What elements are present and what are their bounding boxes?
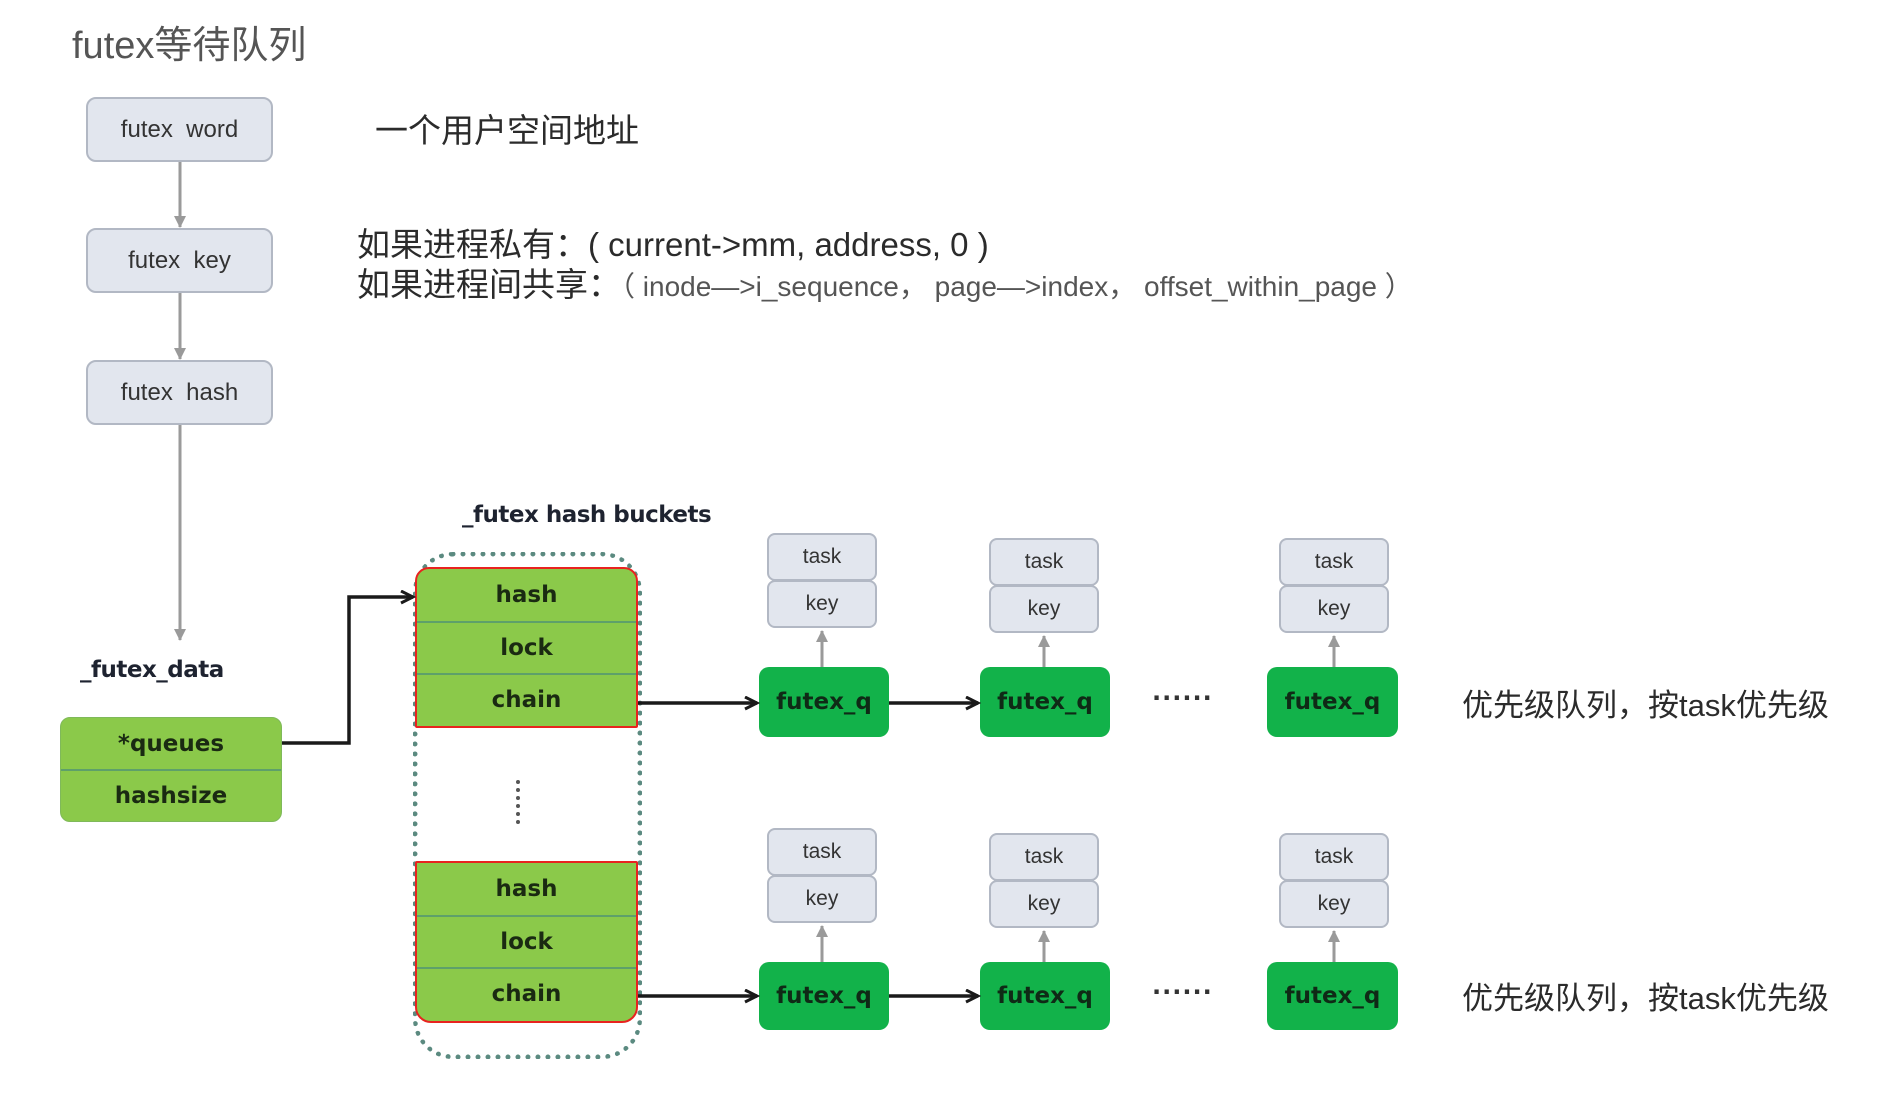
key-field: key (989, 585, 1099, 633)
private-key-note: 如果进程私有：( current->mm, address, 0 ) (357, 218, 989, 266)
task-key-struct: task key (1279, 538, 1389, 633)
key-field: key (767, 875, 877, 923)
private-tuple: ( current->mm, address, 0 ) (588, 226, 989, 263)
task-field: task (989, 833, 1099, 881)
queues-field: *queues (117, 730, 225, 757)
task-field: task (1279, 833, 1389, 881)
shared-key-note: 如果进程间共享：（ inode—>i_sequence， page—>index… (357, 258, 1413, 306)
bucket-hash-field: hash (495, 582, 558, 608)
futex-q-node: futex_q (1267, 962, 1398, 1030)
key-field: key (767, 580, 877, 628)
key-field: key (989, 880, 1099, 928)
shared-tuple: （ inode—>i_sequence， page—>index， offset… (621, 271, 1413, 302)
futex-q-node: futex_q (759, 962, 889, 1030)
user-address-note: 一个用户空间地址 (375, 112, 639, 149)
vertical-ellipsis (516, 780, 522, 828)
futex-data-struct: *queues hashsize (60, 717, 282, 822)
priority-queue-note: 优先级队列，按task优先级 (1462, 688, 1829, 723)
key-field: key (1279, 880, 1389, 928)
futex-q-node: futex_q (1267, 667, 1398, 737)
task-field: task (1279, 538, 1389, 586)
priority-queue-note: 优先级队列，按task优先级 (1462, 981, 1829, 1016)
bucket-lock-field: lock (417, 915, 636, 967)
futex-data-label: _futex_data (80, 657, 224, 683)
hash-buckets-container (413, 552, 642, 1059)
task-key-struct: task key (767, 828, 877, 923)
hashsize-field: hashsize (61, 769, 281, 820)
futex-word-box: futex word (86, 97, 273, 162)
futex-hash-box: futex hash (86, 360, 273, 425)
bucket-chain-field: chain (417, 673, 636, 725)
hash-bucket-first: hash lock chain (415, 567, 638, 728)
task-key-struct: task key (1279, 833, 1389, 928)
task-key-struct: task key (767, 533, 877, 628)
task-field: task (767, 533, 877, 581)
futex-q-node: futex_q (980, 667, 1110, 737)
horizontal-ellipsis: ······ (1152, 978, 1213, 1006)
bucket-hash-field: hash (495, 876, 558, 902)
futex-q-node: futex_q (759, 667, 889, 737)
key-field: key (1279, 585, 1389, 633)
bucket-chain-field: chain (417, 967, 636, 1019)
task-key-struct: task key (989, 833, 1099, 928)
futex-key-box: futex key (86, 228, 273, 293)
futex-q-node: futex_q (980, 962, 1110, 1030)
page-title: futex等待队列 (72, 25, 307, 67)
bucket-lock-field: lock (417, 621, 636, 673)
private-prefix: 如果进程私有： (357, 226, 588, 263)
hash-bucket-last: hash lock chain (415, 861, 638, 1023)
shared-prefix: 如果进程间共享： (357, 266, 621, 303)
queues-to-buckets-arrow (282, 597, 413, 745)
hash-buckets-label: _futex hash buckets (462, 502, 712, 528)
task-key-struct: task key (989, 538, 1099, 633)
horizontal-ellipsis: ······ (1152, 684, 1213, 712)
